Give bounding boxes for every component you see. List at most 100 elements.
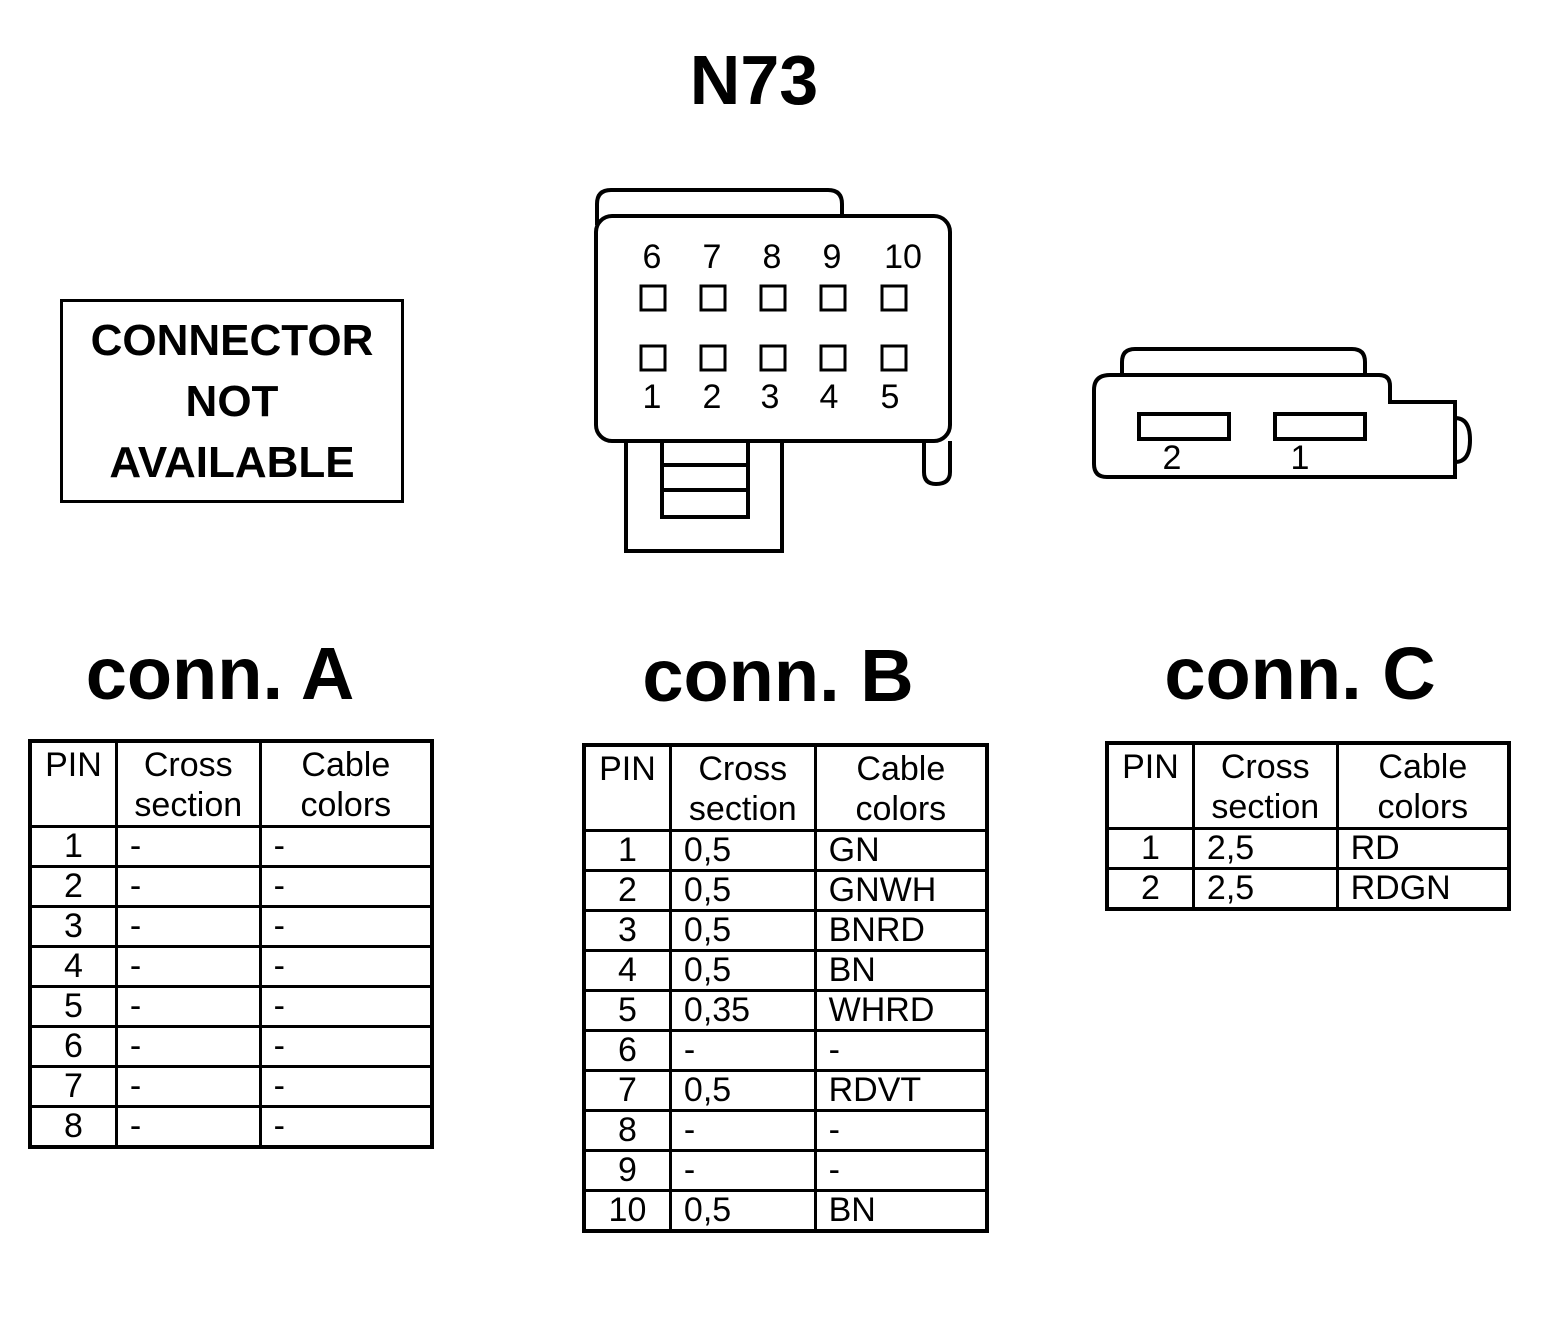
cross-section-cell: 0,5 <box>668 1189 817 1233</box>
cable-color-cell: - <box>258 985 434 1028</box>
pin-cell: 8 <box>28 1105 118 1149</box>
pin-header: PIN <box>582 743 672 832</box>
pin-cell: 1 <box>28 825 118 868</box>
connector-c-pin-2-slot <box>1137 412 1231 441</box>
table-row: 1-- <box>28 825 434 868</box>
conn-b-pin-label-4: 4 <box>820 378 839 416</box>
cable-color-cell: BN <box>813 949 989 992</box>
connector-c-drawing <box>1092 347 1473 479</box>
conn-b-pin-6-square <box>639 284 667 312</box>
cross-section-cell: - <box>668 1109 817 1152</box>
pin-cell: 9 <box>582 1149 672 1192</box>
pin-cell: 7 <box>582 1069 672 1112</box>
conn-b-pin-1-square <box>639 344 667 372</box>
pin-header: PIN <box>28 739 118 828</box>
cable-color-cell: - <box>258 945 434 988</box>
not-available-line-2: NOT <box>185 376 279 426</box>
pin-cell: 2 <box>582 869 672 912</box>
conn-b-pin-label-1: 1 <box>643 378 662 416</box>
pin-cell: 2 <box>1105 867 1195 911</box>
cross-section-cell: - <box>114 1025 262 1068</box>
cross-section-cell: 0,5 <box>668 949 817 992</box>
cross-section-cell: - <box>114 1065 262 1108</box>
not-available-line-1: CONNECTOR <box>90 315 374 365</box>
conn-c-pin-label-2: 2 <box>1163 439 1182 477</box>
pin-cell: 6 <box>582 1029 672 1072</box>
cross-section-cell: - <box>114 905 262 948</box>
connector-c-nub <box>1454 416 1473 464</box>
table-row: 6-- <box>582 1029 989 1072</box>
cross-section-cell: - <box>114 945 262 988</box>
conn-b-pin-4-square <box>819 344 847 372</box>
conn-b-pin-label-5: 5 <box>881 378 900 416</box>
table-row: 8-- <box>28 1105 434 1149</box>
pin-cell: 4 <box>582 949 672 992</box>
cross-section-cell: 0,5 <box>668 909 817 952</box>
cable-color-cell: BNRD <box>813 909 989 952</box>
cross-section-cell: 2,5 <box>1191 867 1339 911</box>
table-row: 8-- <box>582 1109 989 1152</box>
page-title: N73 <box>689 41 819 119</box>
pin-cell: 1 <box>1105 827 1195 870</box>
pin-cell: 7 <box>28 1065 118 1108</box>
pin-cell: 2 <box>28 865 118 908</box>
table-row: 4-- <box>28 945 434 988</box>
pin-cell: 3 <box>582 909 672 952</box>
pin-cell: 3 <box>28 905 118 948</box>
conn-b-pin-label-9: 9 <box>823 238 842 276</box>
connector-b-back-tab <box>595 188 844 225</box>
conn-b-pin-label-10: 10 <box>884 238 922 276</box>
cable-color-cell: GNWH <box>813 869 989 912</box>
table-row: 6-- <box>28 1025 434 1068</box>
connector-c-top-tab <box>1120 347 1367 375</box>
connector-b-drawing <box>594 188 952 553</box>
conn-b-title: conn. B <box>642 634 914 717</box>
conn-b-pin-label-3: 3 <box>761 378 780 416</box>
cross-section-cell: - <box>668 1029 817 1072</box>
cross-section-cell: 0,35 <box>668 989 817 1032</box>
cable-color-cell: WHRD <box>813 989 989 1032</box>
conn-b-pin-label-6: 6 <box>643 238 662 276</box>
connector-b-cable-housing <box>624 439 784 553</box>
connector-b-latch <box>922 441 952 487</box>
conn-b-pin-label-7: 7 <box>703 238 722 276</box>
table-row: 9-- <box>582 1149 989 1192</box>
conn-b-pin-label-2: 2 <box>703 378 722 416</box>
cross-section-cell: - <box>114 985 262 1028</box>
conn-b-pin-9-square <box>819 284 847 312</box>
cable-color-cell: BN <box>813 1189 989 1233</box>
connector-not-available-box: CONNECTOR NOT AVAILABLE <box>60 299 404 503</box>
cable-color-cell: - <box>258 1025 434 1068</box>
cross-section-cell: 0,5 <box>668 829 817 872</box>
pin-cell: 5 <box>28 985 118 1028</box>
cable-color-cell: GN <box>813 829 989 872</box>
cable-color-cell: - <box>258 905 434 948</box>
cable-color-cell: - <box>813 1109 989 1152</box>
cross-section-cell: 0,5 <box>668 869 817 912</box>
conn-b-pin-10-square <box>880 284 908 312</box>
cable-color-cell: - <box>258 1065 434 1108</box>
cross-section-cell: 0,5 <box>668 1069 817 1112</box>
pin-header: PIN <box>1105 741 1195 830</box>
cable-color-cell: - <box>813 1029 989 1072</box>
conn-c-pin-label-1: 1 <box>1291 439 1310 477</box>
cable-color-cell: - <box>258 865 434 908</box>
